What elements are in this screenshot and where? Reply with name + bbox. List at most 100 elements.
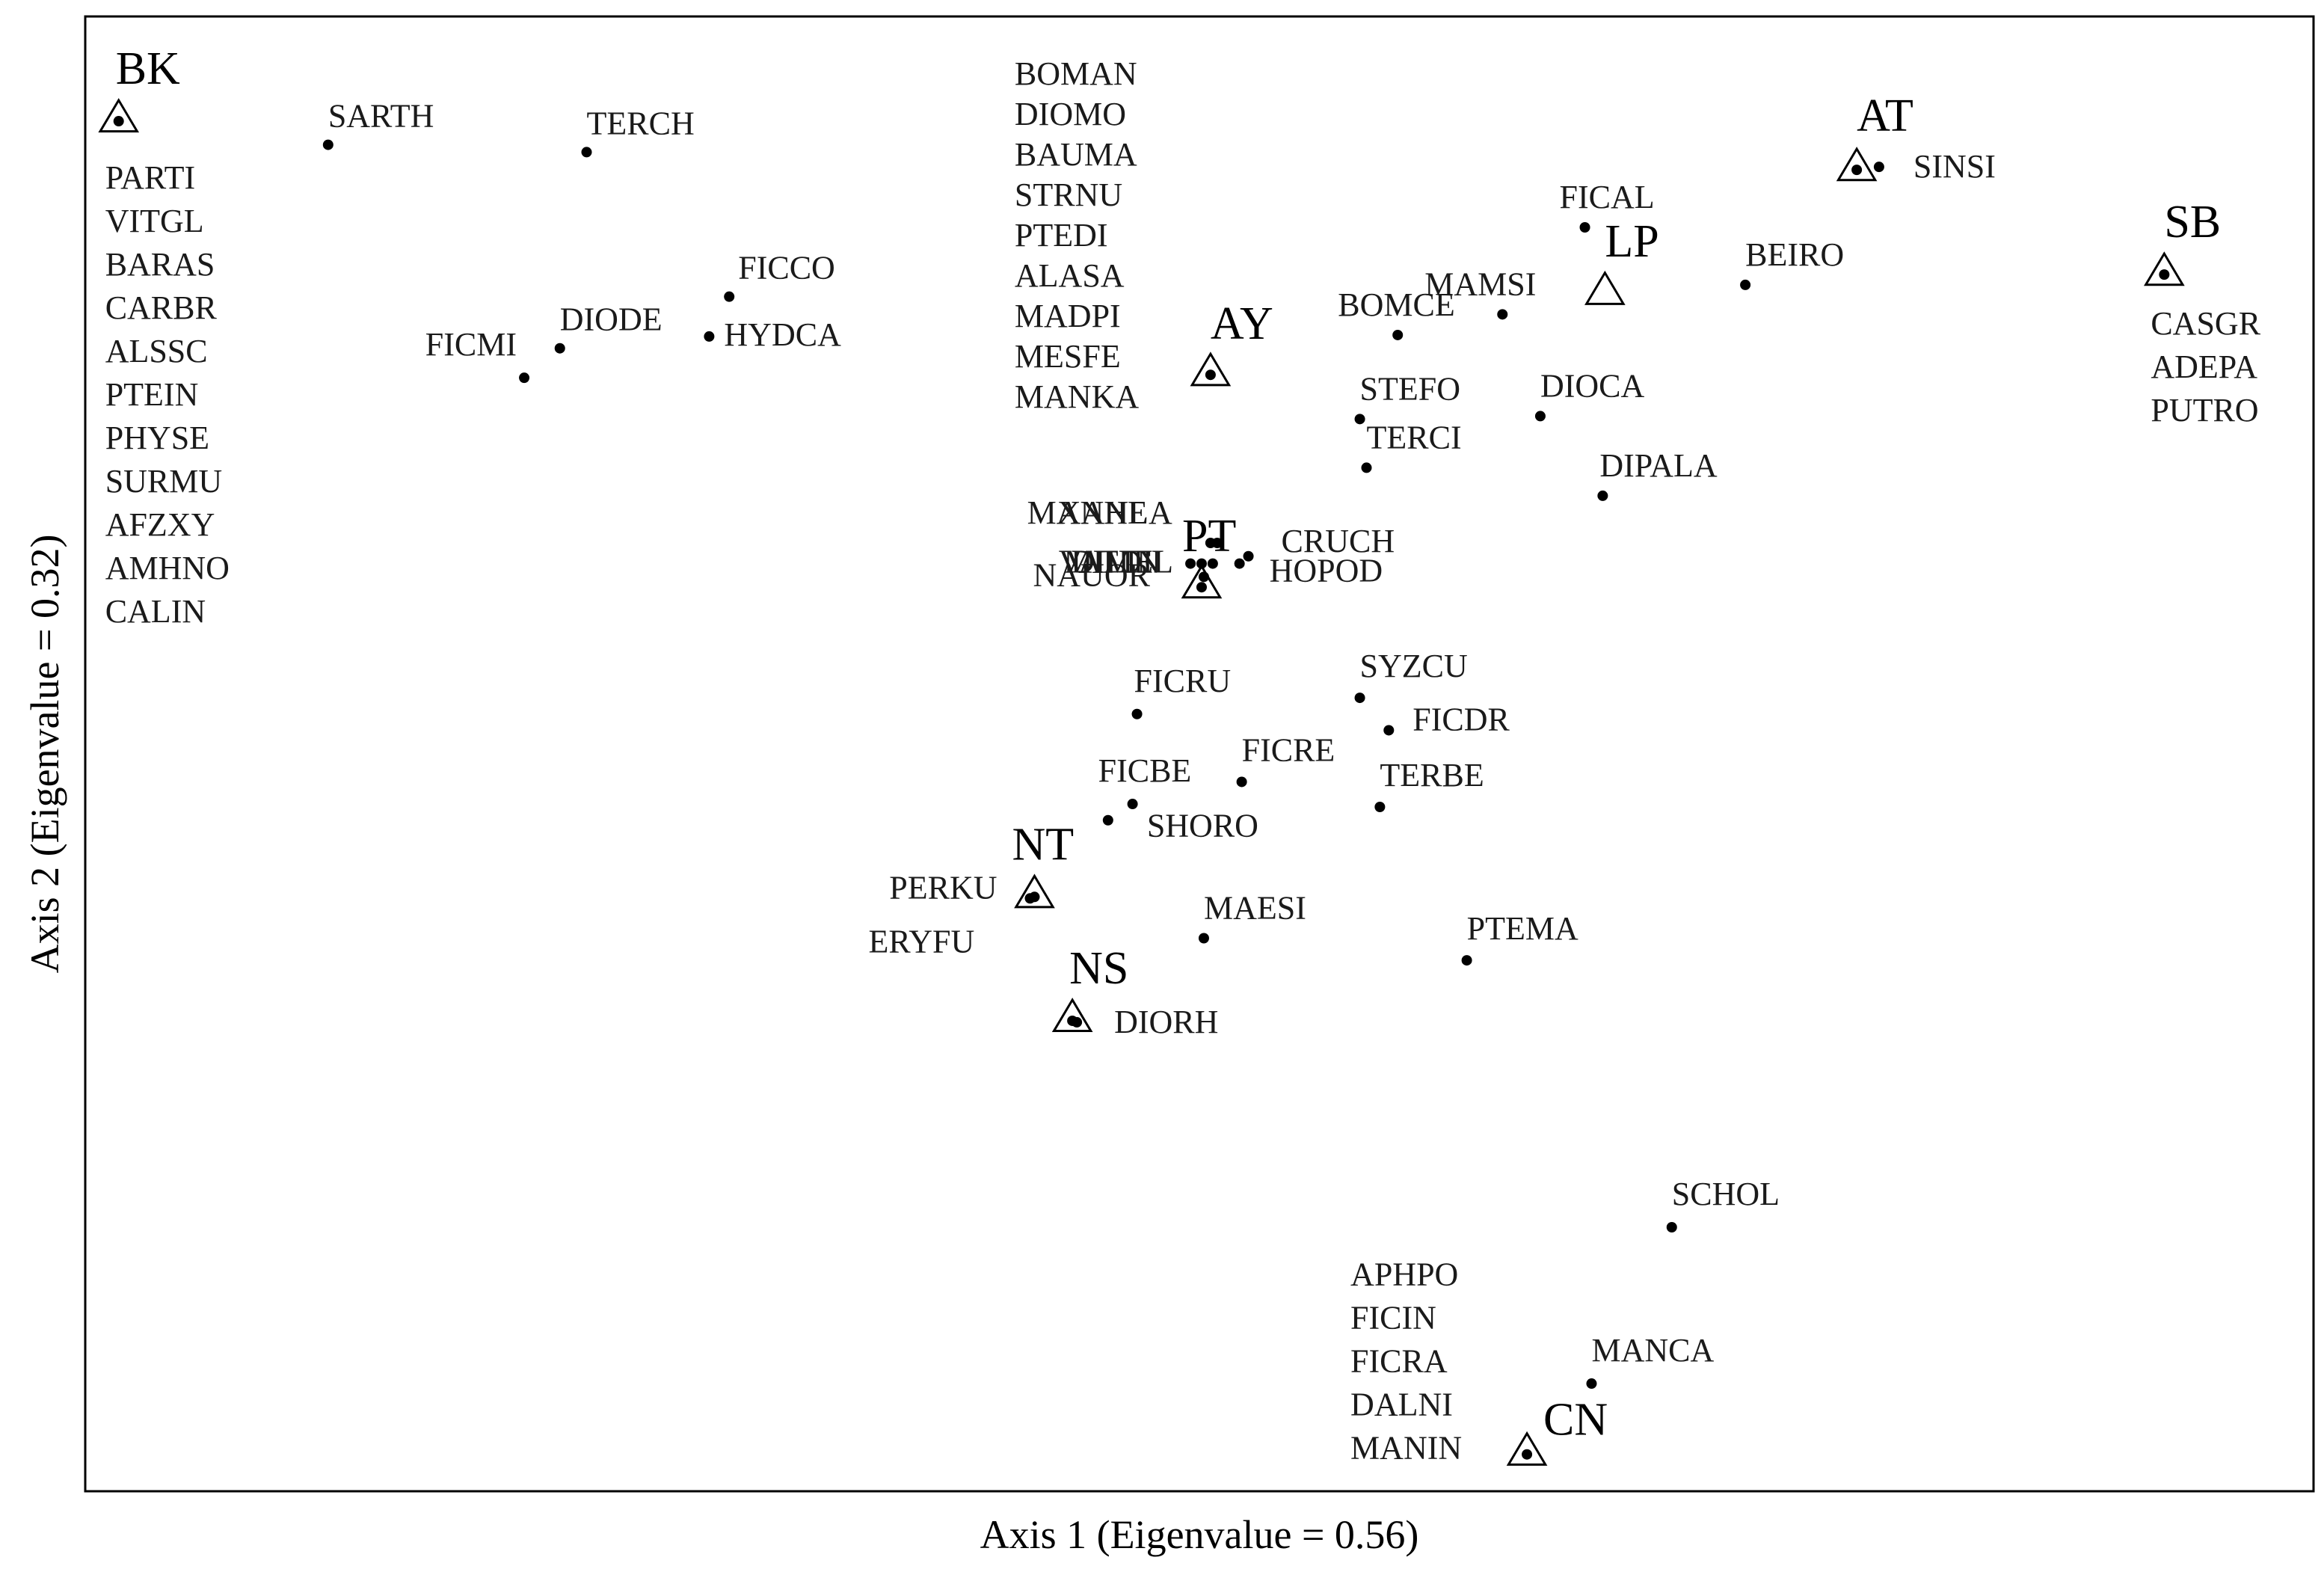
- site-triangle-pt: [1181, 564, 1223, 599]
- group-label-nt-eryfu: ERYFU: [868, 923, 974, 960]
- species-label-sarth: SARTH: [328, 98, 434, 135]
- site-triangle-lp: [1584, 270, 1626, 305]
- group-label-ay-ptedi: PTEDI: [1015, 217, 1108, 254]
- species-label-ptema: PTEMA: [1467, 910, 1578, 947]
- species-point-shoro: [1102, 814, 1113, 826]
- site-point-nt: [1029, 891, 1040, 903]
- site-label-ns: NS: [1069, 943, 1128, 994]
- site-label-lp: LP: [1605, 216, 1659, 267]
- species-point-xanla: [1211, 538, 1223, 549]
- species-label-nauor: NAUOR: [1033, 556, 1151, 593]
- species-point-ficmi: [519, 372, 530, 384]
- group-label-ay-diomo: DIOMO: [1015, 96, 1126, 132]
- species-point-terci: [1361, 462, 1372, 473]
- group-label-ay-madpi: MADPI: [1015, 298, 1121, 334]
- species-point-ficco: [724, 291, 735, 302]
- species-point-schol: [1666, 1222, 1677, 1233]
- species-point-ficdr: [1383, 725, 1395, 736]
- group-label-bk-baras: BARAS: [105, 246, 215, 283]
- species-point-sarth: [322, 139, 333, 150]
- group-label-bk-vitgl: VITGL: [105, 203, 204, 239]
- group-label-sb-adepa: ADEPA: [2151, 349, 2257, 385]
- species-label-manhe: MANHE: [1027, 494, 1148, 531]
- group-label-ay-alasa: ALASA: [1015, 257, 1125, 294]
- species-point-terbe: [1374, 801, 1386, 812]
- species-label-xanla: XANLA: [1057, 494, 1172, 531]
- species-label-diorh: DIORH: [1114, 1004, 1218, 1040]
- site-label-cn: CN: [1543, 1395, 1608, 1446]
- site-point-sb: [2159, 269, 2170, 280]
- site-point-at: [1851, 165, 1863, 176]
- group-label-cn-ficin: FICIN: [1350, 1300, 1436, 1336]
- species-point-terch: [581, 147, 592, 158]
- species-label-syzcu: SYZCU: [1360, 648, 1468, 684]
- x-axis-label: Axis 1 (Eigenvalue = 0.56): [980, 1512, 1419, 1557]
- group-label-bk-ptein: PTEIN: [105, 376, 199, 413]
- species-point-mamsi: [1497, 309, 1508, 320]
- site-triangle-at: [1836, 147, 1878, 182]
- site-triangle-sb: [2144, 251, 2185, 286]
- species-point-dilin: [1207, 558, 1218, 569]
- plot-frame: [84, 15, 2315, 1493]
- site-point-ay: [1205, 369, 1216, 381]
- species-label-maesi: MAESI: [1204, 890, 1306, 927]
- group-label-bk-parti: PARTI: [105, 159, 195, 196]
- species-point-mimel: [1196, 558, 1207, 569]
- species-label-terbe: TERBE: [1380, 757, 1484, 793]
- group-label-bk-surmu: SURMU: [105, 463, 223, 500]
- group-label-bk-afzxy: AFZXY: [105, 506, 215, 543]
- site-triangle-cn: [1506, 1431, 1548, 1466]
- species-label-manca: MANCA: [1591, 1332, 1714, 1369]
- species-point-vatdi: [1185, 558, 1196, 569]
- species-point-dipala: [1597, 490, 1608, 501]
- species-point-ptema: [1461, 955, 1472, 966]
- group-label-sb-putro: PUTRO: [2151, 392, 2258, 429]
- species-point-ficru: [1131, 708, 1143, 719]
- species-label-hydca: HYDCA: [724, 316, 841, 353]
- group-label-bk-alssc: ALSSC: [105, 333, 208, 369]
- site-triangle-nt: [1014, 874, 1055, 909]
- site-triangle-ns: [1051, 998, 1093, 1033]
- site-point-cn: [1522, 1449, 1533, 1460]
- species-label-perku: PERKU: [889, 869, 997, 906]
- species-label-shoro: SHORO: [1147, 808, 1258, 844]
- species-point-sinsi: [1873, 162, 1884, 173]
- site-point-pt: [1196, 582, 1207, 593]
- species-label-dilin: DILIN: [1071, 544, 1161, 580]
- species-point-diode: [554, 343, 565, 354]
- species-label-schol: SCHOL: [1672, 1176, 1780, 1212]
- species-point-bomce: [1392, 329, 1404, 340]
- species-point-hydca: [704, 331, 715, 342]
- site-label-ay: AY: [1211, 298, 1273, 349]
- species-label-mamsi: MAMSI: [1424, 265, 1536, 302]
- species-label-vatdi: VATDI: [1059, 544, 1153, 580]
- group-label-sb-casgr: CASGR: [2151, 305, 2260, 342]
- group-label-bk-amhno: AMHNO: [105, 550, 230, 586]
- species-label-terci: TERCI: [1367, 419, 1462, 455]
- site-label-at: AT: [1857, 90, 1913, 141]
- species-label-mimel: MIMEL: [1063, 544, 1173, 580]
- species-point-fical: [1579, 221, 1590, 233]
- group-label-bk-calin: CALIN: [105, 593, 206, 630]
- species-point-maesi: [1198, 933, 1209, 944]
- species-label-diode: DIODE: [560, 301, 663, 338]
- group-label-ay-mesfe: MESFE: [1015, 338, 1121, 375]
- species-label-cruch: CRUCH: [1282, 523, 1395, 559]
- species-point-cruch: [1243, 550, 1254, 562]
- group-label-cn-ficra: FICRA: [1350, 1343, 1448, 1380]
- species-point-ficbe: [1127, 799, 1138, 810]
- group-label-cn-dalni: DALNI: [1350, 1387, 1453, 1423]
- species-label-dipala: DIPALA: [1599, 447, 1718, 484]
- group-label-cn-manin: MANIN: [1350, 1430, 1462, 1467]
- group-label-ay-bauma: BAUMA: [1015, 136, 1137, 173]
- species-label-bomce: BOMCE: [1338, 286, 1454, 323]
- species-label-ficdr: FICDR: [1412, 701, 1510, 737]
- group-label-bk-physe: PHYSE: [105, 420, 209, 456]
- species-point-manca: [1586, 1378, 1597, 1390]
- group-label-ay-boman: BOMAN: [1015, 55, 1137, 92]
- species-point-stefo: [1354, 414, 1365, 425]
- site-label-sb: SB: [2164, 197, 2221, 248]
- species-label-terch: TERCH: [587, 105, 695, 141]
